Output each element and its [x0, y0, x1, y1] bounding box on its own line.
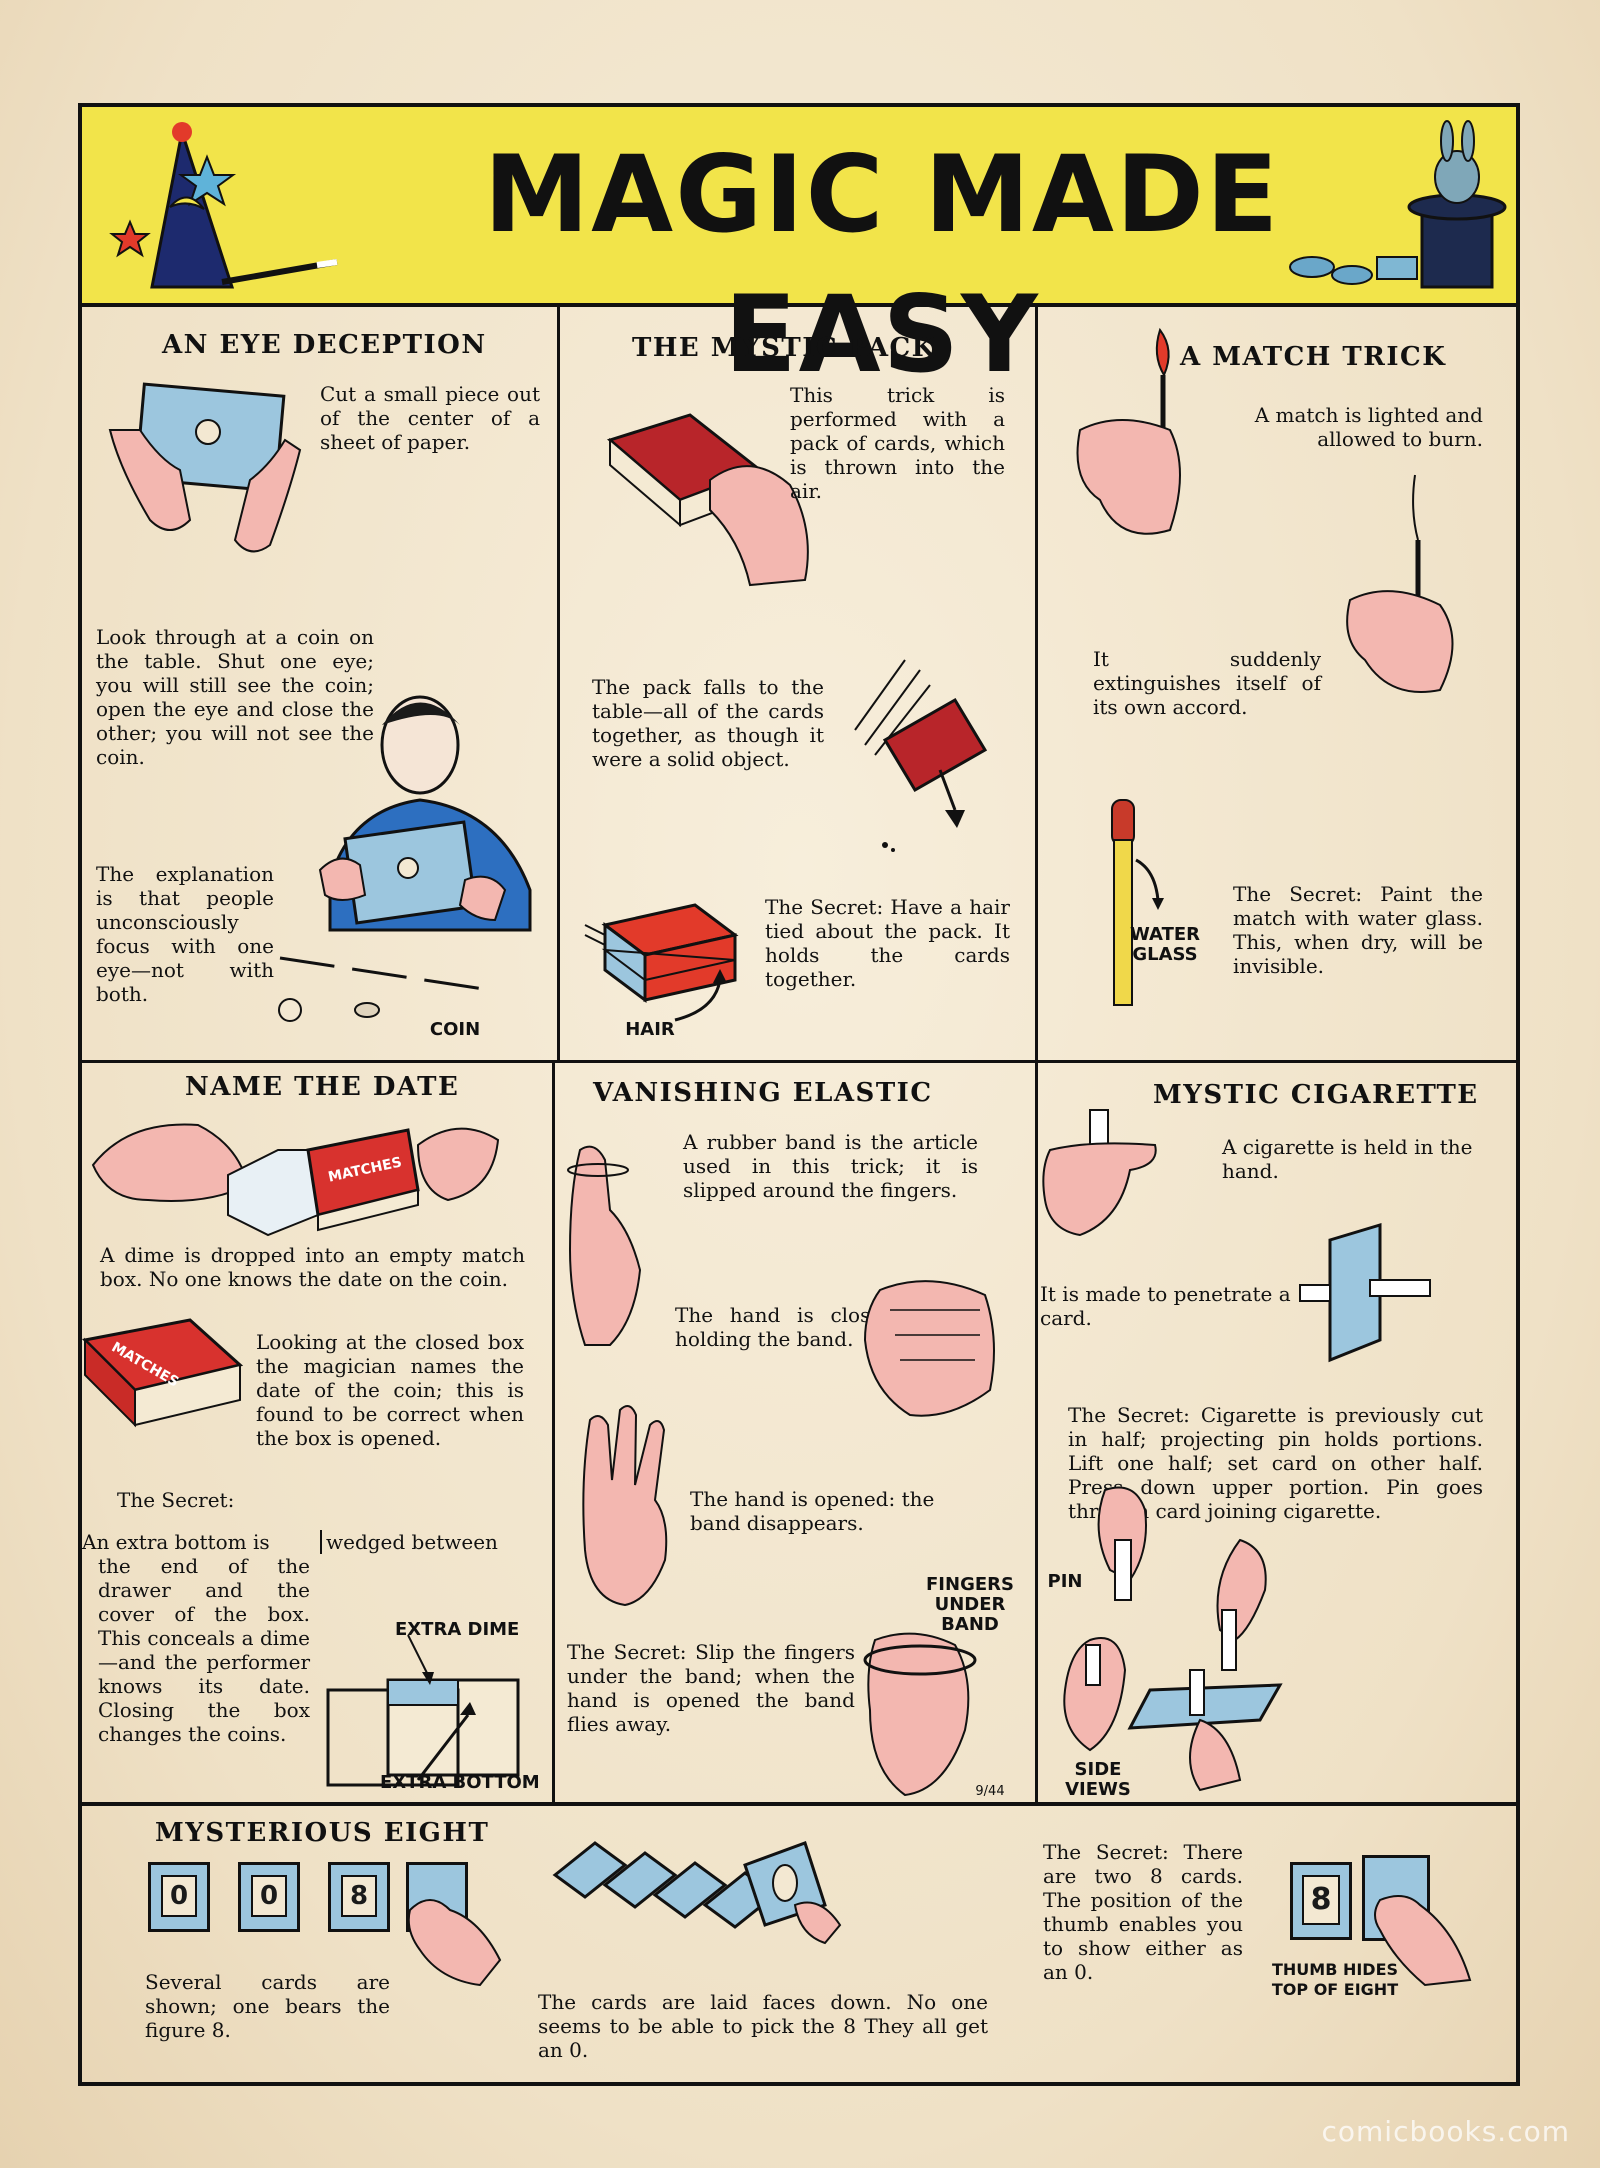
open-hand-illustration	[582, 1405, 668, 1607]
cigarette-text-2: It is made to penetrate a card.	[1040, 1282, 1291, 1330]
man-looking-illustration	[318, 695, 532, 932]
cards-face-down-illustration	[552, 1841, 842, 1945]
cigarette-text-1: A cigarette is held in the hand.	[1222, 1135, 1473, 1183]
eight-text-3: The Secret: There are two 8 cards. The p…	[1043, 1840, 1243, 1984]
hand-holding-card-illustration	[407, 1899, 502, 1987]
elastic-text-4: The Secret: Slip the fingers under the b…	[567, 1640, 855, 1736]
card-face-value: 0	[251, 1875, 287, 1917]
date-text-1: A dime is dropped into an empty match bo…	[100, 1243, 525, 1291]
divider	[1035, 1062, 1038, 1804]
watermark: comicbooks.com	[1321, 2115, 1570, 2148]
secret-card-8: 8	[1290, 1862, 1352, 1940]
thumb-hiding-eight-illustration	[1374, 1895, 1472, 1987]
card-row-faces-up: 0 0 8	[148, 1862, 478, 1932]
hand-card-pack-illustration	[606, 413, 809, 587]
panel-title-vanishing-elastic: VANISHING ELASTIC	[593, 1078, 933, 1108]
label-water-glass: WATER GLASS	[1129, 924, 1200, 965]
page-frame	[78, 103, 1520, 2086]
panel-title-name-date: NAME THE DATE	[185, 1072, 460, 1102]
cigarette-through-card-illustration	[1299, 1222, 1431, 1363]
panel-title-mystic-cigarette: MYSTIC CIGARETTE	[1153, 1080, 1479, 1110]
match-text-2: It suddenly extinguishes itself of its o…	[1093, 647, 1321, 719]
card-face-value: 0	[161, 1875, 197, 1917]
date-text-4b: wedged between	[320, 1530, 536, 1554]
falling-pack-illustration	[854, 659, 988, 852]
date-text-2: Looking at the closed box the magician n…	[256, 1330, 524, 1450]
panel-title-mystic-pack: THE MYSTIC PACK	[632, 333, 936, 363]
closed-hand-illustration	[863, 1280, 995, 1417]
hand-cigarette-illustration	[1042, 1109, 1157, 1237]
elastic-text-3: The hand is opened: the band disappears.	[690, 1487, 935, 1535]
eye-text-1: Cut a small piece out of the center of a…	[320, 382, 540, 454]
tied-pack-illustration	[584, 903, 739, 1022]
elastic-text-1: A rubber band is the article used in thi…	[683, 1130, 978, 1202]
panel-title-eye-deception: AN EYE DECEPTION	[162, 330, 487, 360]
date-text-4a: An extra bottom is	[82, 1530, 270, 1554]
wizard-hat-icon	[109, 122, 338, 289]
page-title: MAGIC MADE EASY	[483, 133, 1281, 396]
eye-text-3: The explanation is that people unconscio…	[96, 862, 274, 1006]
card-face-value: 8	[1302, 1875, 1340, 1925]
divider	[552, 1062, 555, 1804]
extra-bottom-diagram	[326, 1634, 520, 1787]
card-face-value: 8	[341, 1875, 377, 1917]
label-extra-dime: EXTRA DIME	[395, 1619, 520, 1640]
hand-burnt-match-illustration	[1346, 474, 1454, 693]
eye-text-2: Look through at a coin on the table. Shu…	[96, 625, 374, 769]
match-text-3: The Secret: Paint the match with water g…	[1233, 882, 1483, 978]
pack-text-2: The pack falls to the table—all of the c…	[592, 675, 824, 771]
coin-sightline-illustration	[278, 956, 491, 1022]
label-hair: HAIR	[625, 1019, 675, 1040]
divider	[82, 1802, 1516, 1806]
label-side-views: SIDE VIEWS	[1065, 1759, 1131, 1800]
card-o-2: 0	[238, 1862, 300, 1932]
hand-lit-match-illustration	[1076, 327, 1181, 535]
label-pin: PIN	[1047, 1571, 1083, 1592]
divider	[557, 307, 560, 1062]
date-text-3: The Secret:	[117, 1488, 235, 1512]
date-text-5: the end of the drawer and the cover of t…	[98, 1554, 310, 1746]
label-thumb-hides-top: THUMB HIDES TOP OF EIGHT	[1271, 1960, 1399, 1999]
card-o-1: 0	[148, 1862, 210, 1932]
title-banner: MAGIC MADE EASY	[82, 107, 1516, 396]
hand-fingers-under-band-illustration	[863, 1632, 977, 1797]
hands-paper-illustration	[108, 382, 302, 553]
hands-matchbox-illustration	[91, 1123, 500, 1237]
hand-band-illustration	[567, 1145, 642, 1346]
divider	[82, 1060, 1516, 1063]
closed-matchbox-illustration	[81, 1318, 244, 1428]
pack-text-1: This trick is performed with a pack of c…	[790, 383, 1005, 503]
eight-text-1: Several cards are shown; one bears the f…	[145, 1970, 390, 2042]
cigarette-text-3: The Secret: Cigarette is previously cut …	[1068, 1403, 1483, 1523]
card-8: 8	[328, 1862, 390, 1932]
match-text-1: A match is lighted and allowed to burn.	[1254, 403, 1483, 451]
elastic-text-2: The hand is closed holding the band.	[675, 1303, 895, 1351]
panel-title-mysterious-eight: MYSTERIOUS EIGHT	[155, 1818, 490, 1848]
signature: 9/44	[975, 1784, 1005, 1799]
rabbit-hat-icon	[1289, 120, 1507, 289]
label-extra-bottom: EXTRA BOTTOM	[380, 1772, 540, 1793]
pack-text-3: The Secret: Have a hair tied about the p…	[765, 895, 1010, 991]
divider	[1035, 307, 1038, 1062]
eight-text-2: The cards are laid faces down. No one se…	[538, 1990, 988, 2062]
water-glass-match-illustration	[1111, 799, 1164, 1006]
label-fingers-under-band: FINGERS UNDER BAND	[926, 1574, 1014, 1635]
cigarette-side-views-illustration	[1063, 1486, 1283, 1792]
label-coin: COIN	[429, 1019, 481, 1040]
panel-title-match-trick: A MATCH TRICK	[1180, 342, 1447, 372]
